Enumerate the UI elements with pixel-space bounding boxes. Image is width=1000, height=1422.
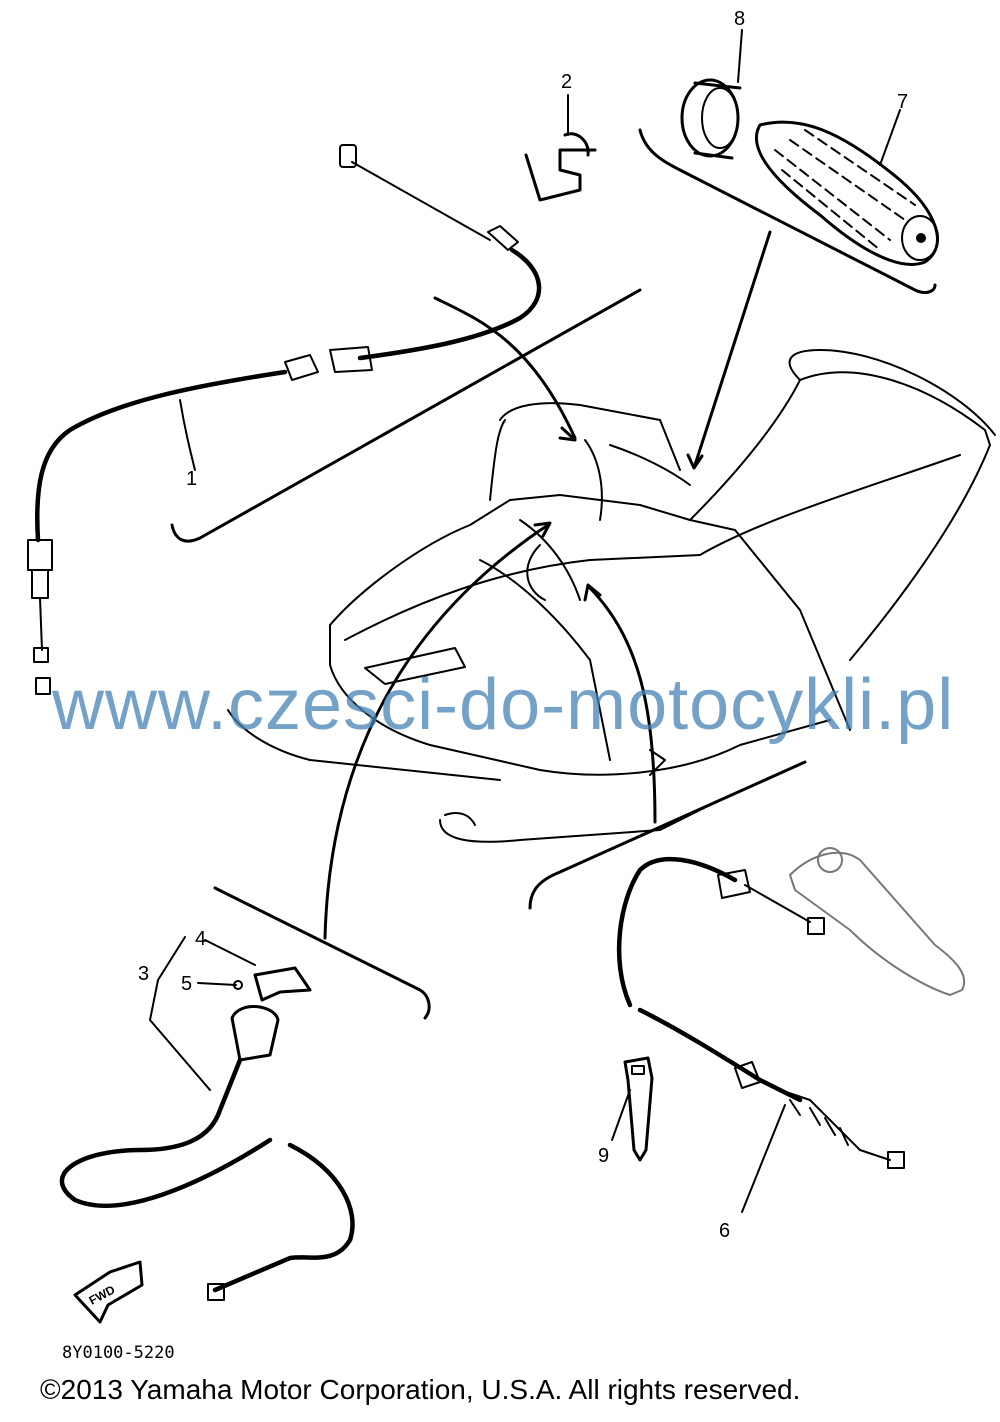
part-strap [611, 1056, 654, 1162]
callout-1: 1 [186, 468, 197, 490]
part-clip [524, 94, 597, 202]
part-throttle-cable [27, 144, 542, 695]
part-switch-assembly [59, 936, 355, 1324]
bracket-grip [638, 128, 937, 294]
snowmobile-body [227, 349, 996, 843]
group-bracket-lines [170, 128, 937, 1020]
arrow-switch [323, 523, 550, 940]
part-grip-and-collar [680, 29, 939, 266]
bracket-choke-cable [528, 760, 807, 910]
fwd-arrow-icon [73, 1260, 144, 1324]
callout-7: 7 [897, 91, 908, 113]
copyright-notice: ©2013 Yamaha Motor Corporation, U.S.A. A… [40, 1374, 801, 1405]
drawing-code: 8Y0100-5220 [62, 1343, 175, 1363]
callout-labels: 1 2 3 4 5 6 7 8 9 FWD [87, 8, 909, 1308]
callout-3: 3 [138, 963, 149, 985]
assembly-arrows [323, 230, 772, 940]
bracket-switch [213, 886, 431, 1020]
callout-8: 8 [734, 8, 745, 30]
callout-4: 4 [195, 928, 206, 950]
leader-9 [611, 1089, 631, 1141]
leader-8 [737, 29, 743, 83]
callout-6: 6 [719, 1220, 730, 1242]
leader-6 [741, 1104, 786, 1213]
leader-5 [197, 982, 237, 986]
callout-2: 2 [561, 71, 572, 93]
leader-4 [204, 939, 256, 966]
callout-5: 5 [181, 973, 192, 995]
fwd-label: FWD [87, 1282, 118, 1307]
arrow-grip [693, 230, 772, 467]
leader-7 [879, 109, 901, 166]
watermark-text: www.czesci-do-motocykli.pl [52, 665, 955, 745]
leader-3 [149, 936, 211, 1091]
arrow-throttle [433, 296, 577, 440]
arrow-choke [588, 586, 657, 824]
leader-1 [179, 399, 196, 471]
callout-9: 9 [598, 1145, 609, 1167]
bracket-throttle-cable [170, 288, 642, 543]
part-choke-cable [616, 847, 965, 1213]
